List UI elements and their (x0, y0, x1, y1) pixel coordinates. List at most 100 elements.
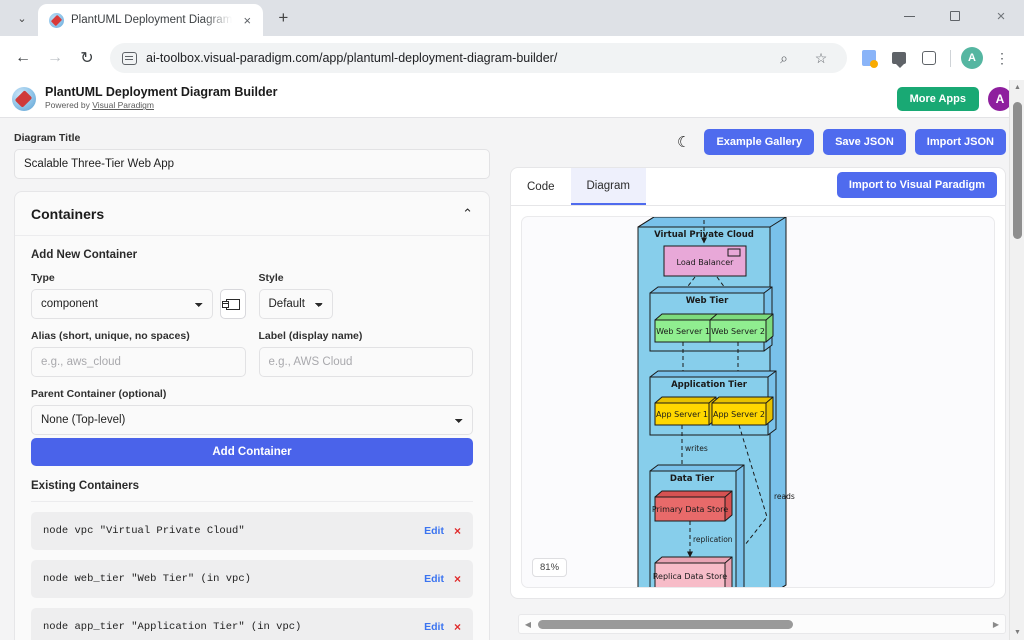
diagram-canvas[interactable]: 81% (521, 216, 995, 588)
deployment-diagram-svg: Virtual Private Cloud Load Balancer (637, 217, 795, 587)
delete-icon[interactable]: × (453, 572, 461, 586)
type-style-row: Type component Style (31, 272, 473, 319)
container-code: node vpc "Virtual Private Cloud" (43, 525, 245, 537)
visual-paradigm-logo-icon (12, 86, 36, 111)
dark-mode-moon-icon[interactable]: ☾ (677, 134, 691, 151)
address-bar[interactable]: ai-toolbox.visual-paradigm.com/app/plant… (110, 43, 847, 73)
parent-container-group: Parent Container (optional) None (Top-le… (31, 388, 473, 435)
page-scroll-thumb[interactable] (1013, 102, 1022, 239)
node-load-balancer: Load Balancer (663, 245, 747, 277)
diagram-title-input[interactable] (14, 149, 490, 179)
add-container-button[interactable]: Add Container (31, 438, 473, 466)
svg-text:replication: replication (693, 535, 733, 544)
extensions-puzzle-icon[interactable] (915, 44, 943, 72)
site-settings-icon[interactable] (122, 51, 137, 66)
import-json-button[interactable]: Import JSON (914, 129, 1006, 155)
back-icon[interactable]: ← (15, 49, 31, 66)
containers-card-header[interactable]: Containers ⌃ (15, 192, 489, 236)
more-apps-button[interactable]: More Apps (896, 86, 979, 111)
browser-menu-icon[interactable]: ⋮ (995, 49, 1009, 66)
search-icon[interactable]: ⌕ (780, 49, 788, 66)
horizontal-scrollbar[interactable]: ◀ ▶ (518, 614, 1006, 634)
container-list-item[interactable]: node app_tier "Application Tier" (in vpc… (31, 608, 473, 640)
edit-link[interactable]: Edit (424, 621, 444, 633)
edit-link[interactable]: Edit (424, 525, 444, 537)
scroll-right-arrow-icon[interactable]: ▶ (992, 619, 1000, 629)
main-body: Diagram Title Containers ⌃ Add New Conta… (0, 118, 1024, 640)
hscroll-thumb[interactable] (538, 619, 794, 629)
edit-link[interactable]: Edit (424, 573, 444, 585)
uml-shape-icon[interactable] (219, 289, 246, 319)
page-vertical-scrollbar[interactable]: ▲ ▼ (1009, 80, 1024, 640)
node-web-server-2: Web Server 2 (709, 313, 774, 343)
display-name-input[interactable] (258, 347, 473, 377)
container-list-item[interactable]: node vpc "Virtual Private Cloud" Edit × (31, 512, 473, 550)
node-app-server-2: App Server 2 (711, 396, 774, 426)
type-select[interactable]: component (31, 289, 213, 319)
delete-icon[interactable]: × (453, 620, 461, 634)
import-to-visual-paradigm-button[interactable]: Import to Visual Paradigm (836, 172, 997, 198)
svg-text:Data Tier: Data Tier (670, 474, 715, 484)
delete-icon[interactable]: × (453, 524, 461, 538)
scroll-left-arrow-icon[interactable]: ◀ (524, 619, 532, 629)
type-label: Type (31, 272, 55, 284)
svg-text:Web Server 1: Web Server 1 (656, 327, 710, 336)
example-gallery-button[interactable]: Example Gallery (704, 129, 815, 155)
close-icon[interactable]: × (243, 12, 252, 28)
tab-strip: ⌄ PlantUML Deployment Diagram × + × (0, 0, 1024, 36)
url-text: ai-toolbox.visual-paradigm.com/app/plant… (146, 51, 558, 65)
parent-container-select[interactable]: None (Top-level) (31, 405, 473, 435)
bookmark-star-icon[interactable]: ☆ (814, 49, 828, 66)
existing-containers-title: Existing Containers (31, 480, 473, 502)
container-list-item[interactable]: node web_tier "Web Tier" (in vpc) Edit × (31, 560, 473, 598)
powered-by-text: Powered by Visual Paradigm (45, 101, 888, 110)
window-close-button[interactable]: × (996, 7, 1006, 25)
favicon-icon (49, 12, 64, 28)
visual-paradigm-link[interactable]: Visual Paradigm (92, 100, 154, 111)
scroll-down-arrow-icon[interactable]: ▼ (1014, 629, 1021, 636)
browser-tab[interactable]: PlantUML Deployment Diagram × (38, 4, 264, 36)
reload-icon[interactable]: ↻ (80, 50, 94, 67)
app-header: PlantUML Deployment Diagram Builder Powe… (0, 80, 1024, 118)
svg-text:App Server 2: App Server 2 (713, 410, 765, 419)
minimize-button[interactable] (886, 0, 932, 32)
svg-text:App Server 1: App Server 1 (656, 410, 708, 419)
window-controls: × (886, 0, 1024, 36)
node-primary-data-store: Primary Data Store (652, 490, 733, 522)
svg-text:reads: reads (774, 492, 795, 501)
tab-search-icon[interactable]: ⌄ (17, 12, 27, 25)
new-tab-button[interactable]: + (278, 8, 289, 27)
preview-toolbar: ☾ Example Gallery Save JSON Import JSON (510, 127, 1006, 157)
add-new-container-title: Add New Container (31, 249, 138, 261)
page-title: PlantUML Deployment Diagram Builder (45, 85, 278, 100)
svg-text:Replica Data Store: Replica Data Store (653, 572, 727, 581)
alias-label-row: Alias (short, unique, no spaces) Label (… (31, 330, 473, 377)
node-replica-data-store: Replica Data Store (653, 556, 733, 587)
scroll-up-arrow-icon[interactable]: ▲ (1014, 84, 1021, 91)
chevron-up-icon[interactable]: ⌃ (462, 205, 473, 221)
svg-text:Primary Data Store: Primary Data Store (652, 505, 728, 514)
node-web-server-1: Web Server 1 (654, 313, 719, 343)
forward-icon[interactable]: → (47, 49, 63, 66)
page-content: PlantUML Deployment Diagram Builder Powe… (0, 80, 1024, 640)
containers-heading: Containers (31, 205, 105, 222)
preview-tabs: Code Diagram Import to Visual Paradigm (511, 168, 1005, 206)
hscroll-track[interactable] (538, 619, 986, 629)
parent-container-label: Parent Container (optional) (31, 388, 167, 400)
container-code: node web_tier "Web Tier" (in vpc) (43, 573, 251, 585)
alias-input[interactable] (31, 347, 246, 377)
save-json-button[interactable]: Save JSON (823, 129, 906, 155)
editor-sidebar: Diagram Title Containers ⌃ Add New Conta… (0, 118, 500, 640)
style-label: Style (258, 272, 284, 284)
powered-prefix: Powered by (45, 100, 93, 111)
browser-toolbar: ← → ↻ ai-toolbox.visual-paradigm.com/app… (0, 36, 1024, 80)
profile-avatar[interactable]: A (958, 44, 986, 72)
tab-code[interactable]: Code (527, 180, 555, 193)
tab-diagram[interactable]: Diagram (570, 168, 646, 205)
extension-chat-icon[interactable] (885, 44, 913, 72)
style-select[interactable]: Default (258, 289, 333, 319)
user-avatar[interactable]: A (988, 86, 1012, 111)
extension-docs-icon[interactable] (855, 44, 883, 72)
tab-title: PlantUML Deployment Diagram (71, 14, 233, 26)
maximize-button[interactable] (932, 0, 978, 32)
